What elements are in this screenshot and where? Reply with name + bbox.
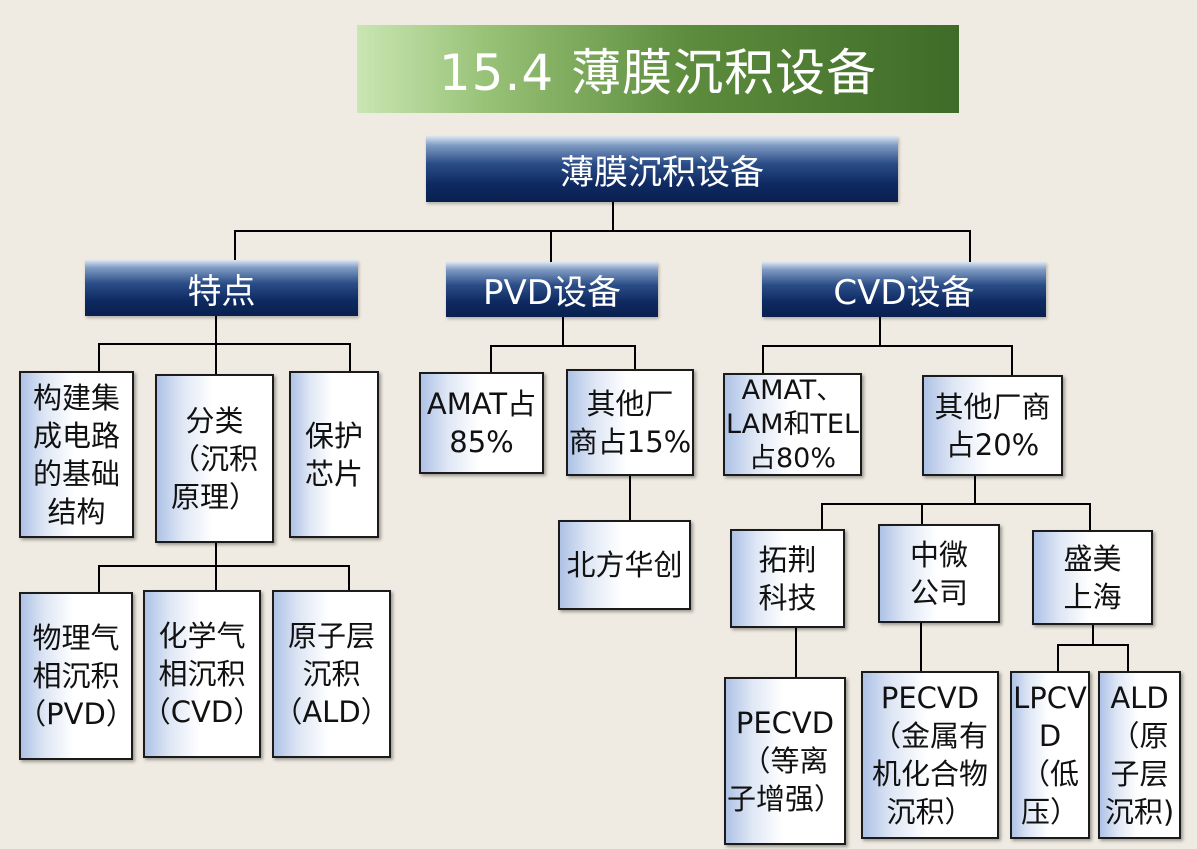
connector bbox=[762, 345, 1013, 375]
connector bbox=[1057, 644, 1129, 672]
product-lpcvd: LPCV D （低 压） bbox=[1010, 671, 1090, 839]
pvd-others-share: 其他厂 商占15% bbox=[566, 369, 694, 476]
type-pvd: 物理气 相沉积 （PVD） bbox=[19, 592, 133, 760]
cvd-header: CVD设备 bbox=[762, 262, 1046, 317]
pvd-naura: 北方华创 bbox=[558, 520, 691, 610]
connector bbox=[98, 565, 350, 592]
connector bbox=[821, 503, 1091, 530]
connector bbox=[98, 343, 351, 371]
feature-protection: 保护 芯片 bbox=[289, 371, 379, 538]
product-ald: ALD （原 子层 沉积) bbox=[1098, 671, 1181, 839]
feature-classification: 分类 （沉积 原理） bbox=[155, 374, 274, 543]
product-pecvd-plasma: PECVD （等离 子增强） bbox=[724, 677, 846, 845]
feature-foundation: 构建集 成电路 的基础 结构 bbox=[19, 371, 134, 538]
pvd-amat-share: AMAT占 85% bbox=[419, 372, 544, 474]
cvd-others-share: 其他厂商 占20% bbox=[922, 375, 1063, 476]
connector bbox=[234, 230, 971, 262]
root-node: 薄膜沉积设备 bbox=[426, 136, 898, 202]
connector bbox=[490, 345, 636, 372]
product-pecvd-mocvd: PECVD （金属有 机化合物 沉积） bbox=[861, 671, 999, 839]
vendor-acm: 盛美 上海 bbox=[1032, 530, 1153, 625]
vendor-piotech: 拓荆 科技 bbox=[730, 529, 845, 628]
pvd-header: PVD设备 bbox=[446, 262, 658, 317]
type-cvd: 化学气 相沉积 （CVD） bbox=[143, 590, 261, 758]
features-header: 特点 bbox=[85, 260, 358, 316]
type-ald: 原子层 沉积 （ALD） bbox=[272, 590, 391, 758]
vendor-amec: 中微 公司 bbox=[878, 524, 1000, 623]
slide-title: 15.4 薄膜沉积设备 bbox=[357, 25, 959, 113]
cvd-majors-share: AMAT、 LAM和TEL 占80% bbox=[723, 373, 862, 476]
